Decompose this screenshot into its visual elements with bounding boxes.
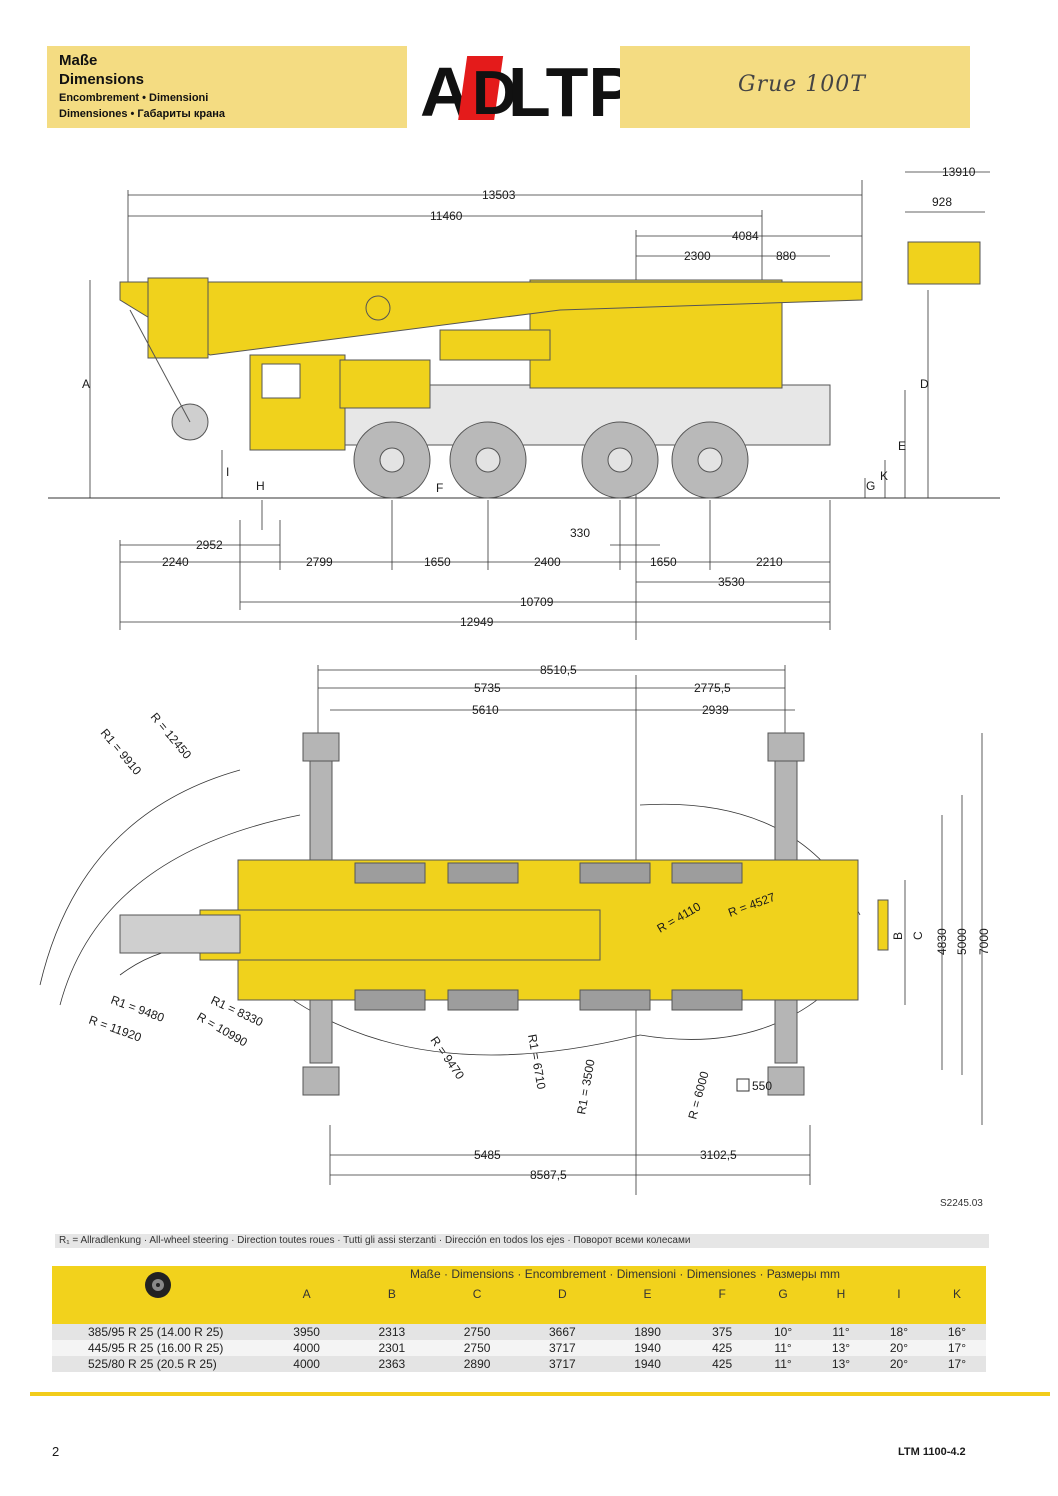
dim-2400: 2400 bbox=[534, 555, 561, 569]
dim-2775-5: 2775,5 bbox=[694, 681, 731, 695]
radius-6710: R1 = 6710 bbox=[525, 1033, 549, 1091]
label-c: C bbox=[911, 931, 925, 940]
dimension-table: Maße · Dimensions · Encombrement · Dimen… bbox=[52, 1266, 986, 1372]
dim-13910: 13910 bbox=[942, 165, 976, 179]
table-title: Maße · Dimensions · Encombrement · Dimen… bbox=[264, 1266, 986, 1282]
label-d: D bbox=[920, 377, 929, 391]
label-k: K bbox=[880, 469, 888, 483]
tyre-header bbox=[52, 1266, 264, 1306]
dim-1650-b: 1650 bbox=[650, 555, 677, 569]
title-fr-it: Encombrement • Dimensioni bbox=[59, 92, 209, 104]
label-e: E bbox=[898, 439, 906, 453]
label-h: H bbox=[256, 479, 265, 493]
table-row: 385/95 R 25 (14.00 R 25) 3950 2313 2750 … bbox=[52, 1324, 986, 1340]
radius-9910: R1 = 9910 bbox=[98, 726, 145, 778]
col-b: B bbox=[349, 1282, 435, 1306]
col-i: I bbox=[869, 1282, 928, 1306]
radius-12450: R = 12450 bbox=[148, 710, 195, 762]
radius-6000: R = 6000 bbox=[685, 1069, 711, 1120]
handwritten-note: Grue 100T bbox=[738, 72, 866, 97]
header-note-block: Grue 100T bbox=[620, 46, 970, 128]
title-en: Dimensions bbox=[59, 71, 145, 88]
dim-3102-5: 3102,5 bbox=[700, 1148, 737, 1162]
col-k: K bbox=[927, 1282, 986, 1306]
dim-7000: 7000 bbox=[977, 928, 991, 955]
logo-letter-d: D bbox=[472, 59, 517, 128]
col-c: C bbox=[434, 1282, 520, 1306]
top-view-drawing: 8510,5 5735 2775,5 5610 2939 R = 12450 R… bbox=[39, 663, 991, 1195]
logo-letters-ltp: LTP bbox=[508, 53, 620, 130]
table-row: 525/80 R 25 (20.5 R 25) 4000 2363 2890 3… bbox=[52, 1356, 986, 1372]
header-title-block: Maße Dimensions Encombrement • Dimension… bbox=[47, 46, 407, 128]
dim-2300: 2300 bbox=[684, 249, 711, 263]
label-b: B bbox=[891, 932, 905, 940]
dim-13503: 13503 bbox=[482, 188, 516, 202]
dim-3530: 3530 bbox=[718, 575, 745, 589]
dim-1650-a: 1650 bbox=[424, 555, 451, 569]
adltp-logo: A D LTP bbox=[420, 53, 620, 130]
dim-8587-5: 8587,5 bbox=[530, 1168, 567, 1182]
col-a: A bbox=[264, 1282, 350, 1306]
dim-2210: 2210 bbox=[756, 555, 783, 569]
dim-10709: 10709 bbox=[520, 595, 554, 609]
dim-8510-5: 8510,5 bbox=[540, 663, 577, 677]
col-g: G bbox=[754, 1282, 813, 1306]
dim-5000: 5000 bbox=[955, 928, 969, 955]
label-g: G bbox=[866, 479, 875, 493]
logo-red-block bbox=[458, 56, 504, 120]
radius-9480: R1 = 9480 bbox=[109, 993, 166, 1025]
col-h: H bbox=[812, 1282, 870, 1306]
dim-2240: 2240 bbox=[162, 555, 189, 569]
table-header-row: Maße · Dimensions · Encombrement · Dimen… bbox=[52, 1266, 986, 1306]
footer-divider bbox=[30, 1392, 1050, 1396]
drawing-number: S2245.03 bbox=[940, 1198, 983, 1209]
footnote: R₁ = Allradlenkung · All-wheel steering … bbox=[55, 1234, 989, 1248]
pad-square-icon bbox=[736, 1078, 750, 1092]
radius-3500: R1 = 3500 bbox=[574, 1058, 598, 1116]
label-a: A bbox=[82, 377, 90, 391]
crane-side bbox=[119, 277, 863, 451]
table-row: 445/95 R 25 (16.00 R 25) 4000 2301 2750 … bbox=[52, 1340, 986, 1356]
dim-11460: 11460 bbox=[430, 209, 463, 223]
dim-2939: 2939 bbox=[702, 703, 729, 717]
model-code: LTM 1100-4.2 bbox=[898, 1446, 966, 1458]
dim-4084: 4084 bbox=[732, 229, 759, 243]
label-f: F bbox=[436, 481, 443, 495]
dim-5485: 5485 bbox=[474, 1148, 501, 1162]
dim-5735: 5735 bbox=[474, 681, 501, 695]
col-d: D bbox=[519, 1282, 605, 1306]
dim-550: 550 bbox=[752, 1079, 772, 1093]
page-number: 2 bbox=[52, 1444, 60, 1459]
radius-9470: R = 9470 bbox=[428, 1034, 468, 1082]
col-f: F bbox=[690, 1282, 755, 1306]
dim-928: 928 bbox=[932, 195, 952, 209]
col-e: E bbox=[604, 1282, 691, 1306]
dim-12949: 12949 bbox=[460, 615, 494, 629]
crane-end-view bbox=[907, 241, 981, 285]
tyre-icon bbox=[145, 1271, 171, 1298]
label-i: I bbox=[226, 465, 229, 479]
title-de: Maße bbox=[59, 52, 98, 69]
dim-880: 880 bbox=[776, 249, 796, 263]
title-es-ru: Dimensiones • Габариты крана bbox=[59, 108, 225, 120]
dim-5610: 5610 bbox=[472, 703, 499, 717]
side-view-drawing: 13910 928 13503 11460 4084 2300 880 A D … bbox=[48, 165, 1000, 640]
dim-2952: 2952 bbox=[196, 538, 223, 552]
radius-11920: R = 11920 bbox=[87, 1013, 144, 1045]
dim-2799: 2799 bbox=[306, 555, 333, 569]
dim-4830: 4830 bbox=[935, 928, 949, 955]
dim-330: 330 bbox=[570, 526, 590, 540]
